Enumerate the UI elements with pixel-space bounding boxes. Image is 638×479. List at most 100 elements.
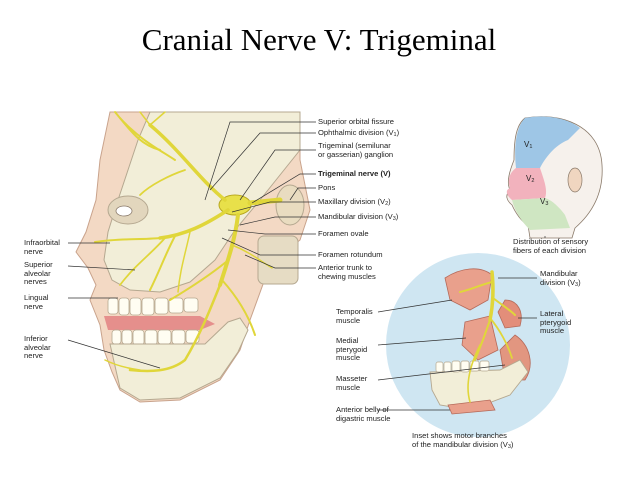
head-illustration: [67, 111, 316, 403]
label-text: Lateral: [540, 309, 564, 318]
label-zone-v3: V3: [540, 197, 549, 209]
label-text: Inset shows motor branches: [412, 431, 507, 440]
label-foramen-rotundum: Foramen rotundum: [318, 250, 383, 260]
label-subscript: 2: [531, 178, 535, 184]
label-text: fibers of each division: [513, 245, 587, 255]
label-text: Trigeminal (semilunar: [318, 141, 391, 150]
label-text: Anterior trunk to: [318, 263, 373, 272]
label-text: Infraorbital: [24, 238, 60, 247]
lower-teeth: [111, 329, 200, 346]
label-zone-v1: V1: [524, 140, 533, 152]
label-text: Pons: [318, 183, 336, 192]
label-text: Temporalis: [336, 307, 373, 316]
motor-inset: [377, 253, 570, 437]
cervical-spine: [257, 235, 299, 285]
label-text: division (V: [540, 277, 576, 287]
label-text: nerve: [24, 351, 43, 361]
nerve-branches: [94, 111, 283, 373]
distribution-head: [506, 116, 603, 239]
label-text: muscle: [336, 382, 361, 392]
label-mandibular-division: Mandibular division (V3): [318, 212, 399, 222]
ear: [567, 167, 583, 193]
label-text: pterygoid: [336, 344, 368, 354]
label-text: Distribution of sensory: [513, 237, 589, 246]
eye: [115, 205, 133, 217]
label-text: V: [524, 140, 530, 149]
label-trigeminal-nerve: Trigeminal nerve (V): [318, 169, 391, 179]
label-text: nerves: [24, 277, 47, 287]
label-foramen-ovale: Foramen ovale: [318, 229, 369, 239]
label-text: muscle: [336, 353, 361, 363]
label-subscript: 3: [507, 443, 511, 450]
label-text: pterygoid: [540, 317, 572, 327]
label-text: Foramen rotundum: [318, 250, 383, 259]
label-maxillary-division: Maxillary division (V2): [318, 197, 391, 207]
label-text: or gasserian) ganglion: [318, 149, 394, 159]
label-ophthalmic-division: Ophthalmic division (V1): [318, 128, 400, 138]
leader-lines-main: [67, 121, 316, 369]
label-superior-orbital-fissure: Superior orbital fissure: [318, 117, 394, 127]
v3-zone: [512, 198, 570, 230]
label-subscript: 2: [385, 201, 389, 207]
label-text: chewing muscles: [318, 271, 376, 281]
label-text: Inferior: [24, 334, 48, 343]
label-subscript: 1: [529, 144, 533, 150]
label-text: nerve: [24, 301, 43, 311]
label-text: V: [540, 197, 546, 206]
label-zone-v2: V2: [526, 174, 535, 186]
label-text: Ophthalmic division (V: [318, 128, 394, 137]
v1-zone: [515, 116, 580, 168]
label-text: Mandibular: [540, 269, 578, 278]
label-subscript: 1: [393, 132, 397, 138]
label-text: Superior: [24, 260, 53, 269]
pons-shape: [275, 184, 305, 226]
leader-lines-inset: [377, 277, 537, 411]
slide-title: Cranial Nerve V: Trigeminal: [141, 22, 497, 57]
label-pons: Pons: [318, 183, 336, 193]
label-text: Anterior belly of: [336, 405, 389, 414]
label-text: alveolar: [24, 268, 51, 278]
label-text: nerve: [24, 246, 43, 256]
label-text: Trigeminal nerve (V): [318, 169, 391, 178]
skull: [103, 111, 301, 293]
label-text: of the mandibular division (V: [412, 439, 508, 449]
medial-pterygoid-muscle: [461, 315, 499, 361]
label-text: V: [526, 174, 532, 183]
inset-mandible: [429, 359, 529, 411]
label-text: Superior orbital fissure: [318, 117, 394, 126]
v2-zone: [506, 168, 547, 200]
label-text: digastric muscle: [336, 413, 391, 423]
label-text: Mandibular division (V: [318, 212, 393, 221]
label-text: muscle: [540, 326, 565, 336]
label-subscript: 3: [575, 281, 579, 288]
label-text: Maxillary division (V: [318, 197, 386, 206]
mandible: [109, 317, 249, 401]
upper-teeth: [107, 297, 199, 316]
label-subscript: 3: [545, 201, 549, 207]
label-subscript: 3: [392, 216, 396, 222]
mouth-cavity: [104, 316, 215, 330]
inset-nerves: [459, 270, 516, 403]
label-text: Lingual: [24, 293, 49, 302]
digastric-muscle: [447, 399, 496, 415]
label-text: alveolar: [24, 342, 51, 352]
label-text: Foramen ovale: [318, 229, 369, 238]
label-text: Masseter: [336, 374, 368, 383]
label-text: Medial: [336, 336, 359, 345]
label-text: muscle: [336, 315, 361, 325]
